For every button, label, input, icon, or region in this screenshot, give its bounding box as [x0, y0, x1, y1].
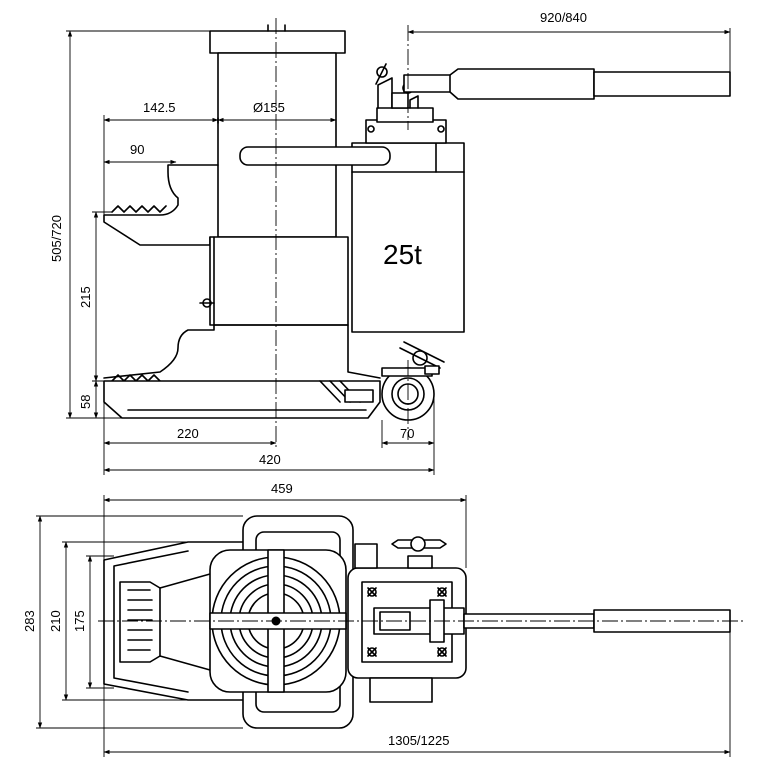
reservoir-strap [239, 146, 391, 166]
pump-linkage [377, 77, 393, 109]
dim-total-height: 505/720 [49, 215, 64, 262]
capacity-label: 25t [383, 239, 422, 270]
pump-handle [403, 68, 595, 100]
dim-claw-depth: 90 [130, 142, 144, 157]
dim-handle-length: 920/840 [540, 10, 587, 25]
dim-ram-diameter: Ø155 [253, 100, 285, 115]
dim-outer-width: 283 [22, 610, 37, 632]
side-view: 25t 920/840 142.5 [49, 10, 731, 475]
claw-teeth [111, 205, 167, 213]
toe-teeth [111, 374, 161, 382]
toe-outline [103, 324, 215, 379]
release-valve-top [407, 555, 433, 569]
dim-base-length: 420 [259, 452, 281, 467]
dim-toe-height: 58 [78, 395, 93, 409]
ram-cap [209, 30, 346, 54]
top-view: 459 283 210 175 1305/1225 [22, 481, 745, 757]
dim-claw-height: 215 [78, 286, 93, 308]
dim-inner-width: 175 [72, 610, 87, 632]
claw-outline [103, 117, 219, 246]
dim-top-length: 459 [271, 481, 293, 496]
ram-cylinder [217, 52, 337, 238]
reservoir-end [369, 677, 433, 703]
dim-overall-length: 1305/1225 [388, 733, 449, 748]
dim-claw-offset: 142.5 [143, 100, 176, 115]
dim-toe-to-center: 220 [177, 426, 199, 441]
handle-grip [593, 71, 731, 97]
dim-mid-width: 210 [48, 610, 63, 632]
oil-reservoir [351, 142, 465, 333]
dim-wheel-width: 70 [400, 426, 414, 441]
pump-body [209, 236, 349, 326]
pump-head [365, 119, 447, 144]
